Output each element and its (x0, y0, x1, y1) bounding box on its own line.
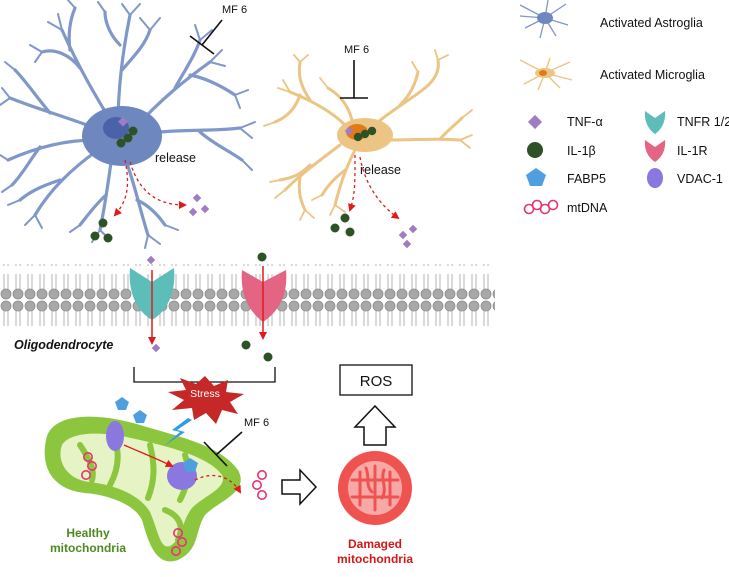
il1b-bound (257, 252, 267, 262)
ros-arrow (353, 404, 397, 446)
legend-tnfr-label: TNFR 1/2 (677, 115, 729, 129)
legend-microglia-icon (519, 57, 573, 91)
oligodendrocyte-label: Oligodendrocyte (14, 338, 113, 352)
legend-il1r-icon (644, 140, 666, 162)
ros-box (339, 364, 413, 396)
inhibitor-astroglia (189, 19, 223, 55)
healthy-label-line2: mitochondria (50, 541, 126, 555)
release-arrow-microglia-1 (348, 154, 356, 212)
release-label-microglia: release (360, 163, 401, 177)
legend-tnfr-icon (644, 111, 666, 134)
legend-microglia-label: Activated Microglia (600, 68, 705, 82)
damaged-mitochondria (338, 451, 412, 525)
legend: Activated Astroglia Activated Microglia … (519, 0, 729, 215)
stress-label: Stress (190, 388, 220, 400)
mf6-label-mito: MF 6 (244, 417, 269, 429)
inhibitor-microglia (340, 60, 368, 99)
mf6-label-astroglia: MF 6 (222, 4, 247, 16)
legend-mtdna-label: mtDNA (567, 201, 608, 215)
vdac-oligomer-arrow (123, 444, 174, 468)
il1b-internal-1 (241, 340, 251, 350)
legend-astroglia-icon (519, 0, 569, 39)
vdac-outer (106, 421, 124, 451)
il1r-receptor (241, 270, 287, 322)
microglia-tnf-inside (344, 126, 354, 136)
astroglia-il1b-inside (116, 126, 138, 148)
tnf-internal (151, 343, 161, 353)
release-arrow-microglia-2 (359, 156, 400, 220)
fabp5-free (115, 397, 147, 423)
microglia-released-tnf (398, 224, 418, 249)
legend-fabp5-icon (526, 168, 546, 186)
damaged-label-line2: mitochondria (337, 552, 413, 566)
mtdna-released (252, 469, 268, 501)
legend-il1b-icon (527, 142, 543, 158)
tnf-bound (146, 255, 156, 265)
astroglia-released-il1b (90, 218, 113, 243)
legend-il1r-label: IL-1R (677, 144, 708, 158)
legend-tnf-label: TNF-α (567, 115, 603, 129)
stress-burst (168, 376, 244, 424)
legend-fabp5-label: FABP5 (567, 172, 606, 186)
ros-label: ROS (360, 373, 393, 390)
microglia-cell (263, 49, 473, 221)
legend-mtdna-icon (523, 199, 559, 215)
healthy-mitochondria (44, 416, 241, 562)
release-label-astroglia: release (155, 151, 196, 165)
vdac-fabp5-complex (167, 458, 198, 490)
legend-vdac-label: VDAC-1 (677, 172, 723, 186)
microglia-il1b-inside (353, 126, 377, 142)
release-arrow-astroglia-1 (113, 159, 129, 217)
legend-tnf-icon (527, 114, 543, 130)
damaged-label-line1: Damaged (348, 537, 402, 551)
release-arrow-astroglia-2 (129, 161, 187, 209)
legend-astroglia-label: Activated Astroglia (600, 16, 703, 30)
transition-arrow (281, 468, 318, 506)
mf6-label-microglia: MF 6 (344, 44, 369, 56)
il1b-internal-2 (263, 352, 273, 362)
microglia-released-il1b (330, 213, 355, 237)
legend-vdac-icon (647, 168, 663, 188)
inhibitor-mito (203, 431, 243, 467)
astroglia-released-tnf (188, 193, 210, 217)
healthy-label-line1: Healthy (66, 526, 110, 540)
lightning-icon (164, 418, 192, 446)
legend-il1b-label: IL-1β (567, 144, 596, 158)
tnfr-receptor (129, 268, 175, 320)
